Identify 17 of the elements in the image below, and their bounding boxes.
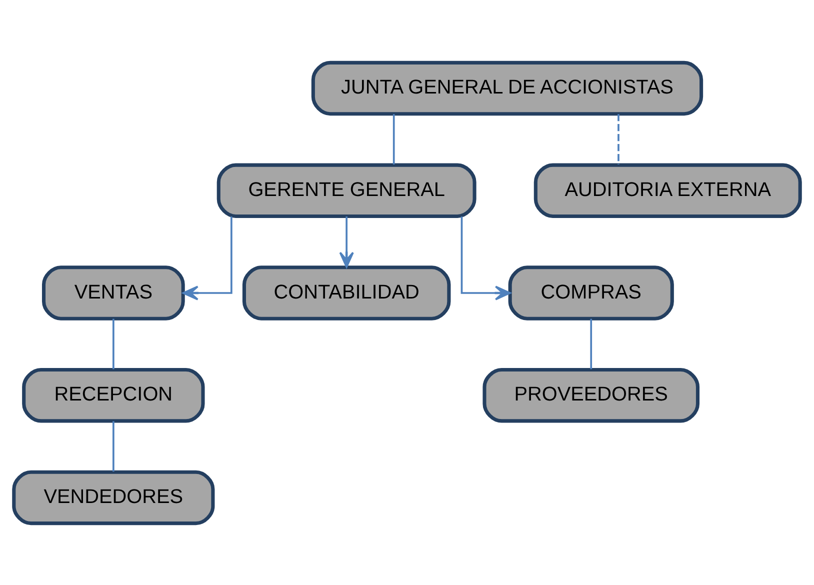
node-box: PROVEEDORES	[482, 368, 700, 422]
node-box: VENDEDORES	[12, 470, 215, 525]
node-box: CONTABILIDAD	[242, 265, 451, 320]
node-box: AUDITORIA EXTERNA	[534, 162, 802, 218]
arrow	[182, 216, 232, 300]
connector	[112, 318, 114, 369]
node-box: VENTAS	[42, 265, 185, 320]
connector	[590, 318, 592, 369]
arrow	[460, 216, 511, 300]
node-box: RECEPCION	[22, 368, 205, 422]
node-box: GERENTE GENERAL	[216, 162, 476, 218]
connector	[392, 114, 395, 164]
connector	[618, 114, 620, 164]
node-box: JUNTA GENERAL DE ACCIONISTAS	[311, 60, 704, 116]
connector	[112, 420, 114, 472]
node-box: COMPRAS	[508, 265, 674, 320]
arrow	[339, 216, 354, 268]
